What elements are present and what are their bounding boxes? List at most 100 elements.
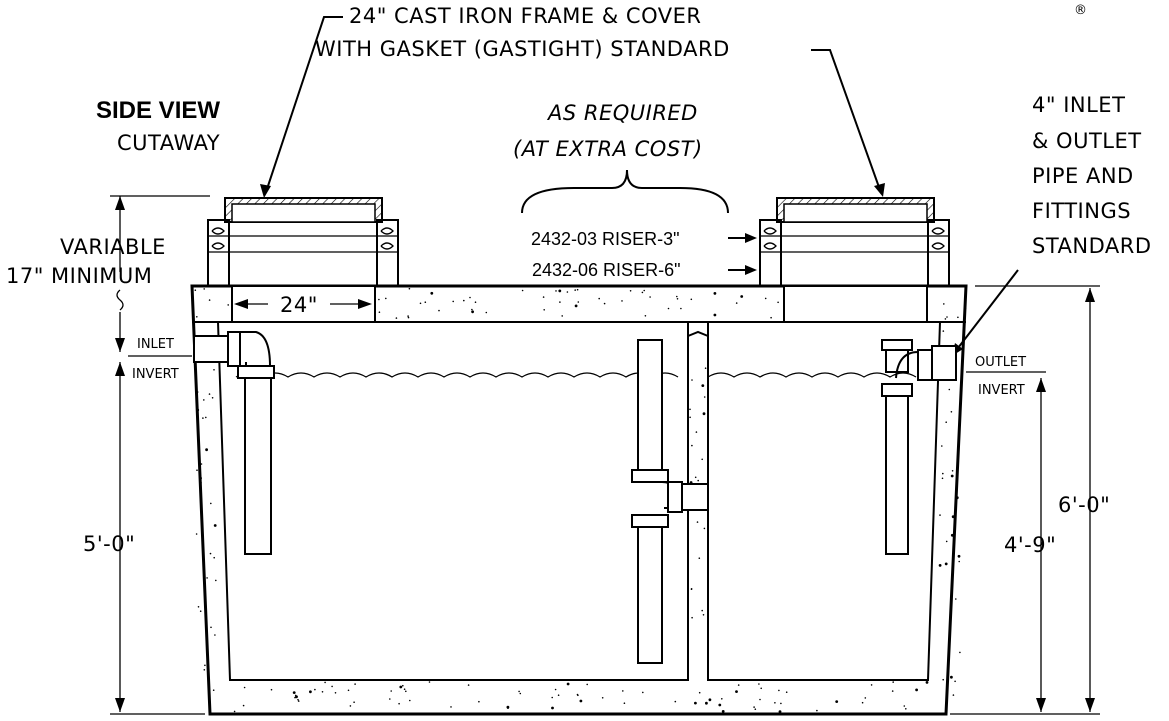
stipple-dot — [395, 317, 398, 319]
stipple-dot — [438, 309, 440, 312]
stipple-dot — [566, 291, 569, 293]
stipple-dot — [955, 496, 959, 500]
stipple-dot — [760, 687, 762, 690]
stipple-dot — [950, 474, 954, 478]
stipple-dot — [196, 391, 199, 393]
stipple-dot — [946, 316, 948, 318]
concrete-stipple — [194, 287, 967, 714]
stipple-dot — [203, 669, 206, 671]
stipple-dot — [892, 681, 894, 683]
stipple-dot — [942, 472, 944, 475]
inlet-tee-band — [237, 365, 275, 379]
arrowhead — [234, 299, 248, 309]
riser-wall — [927, 219, 950, 287]
stipple-dot — [518, 690, 520, 693]
riser-wall — [759, 219, 782, 287]
arrowhead — [115, 362, 125, 376]
outlet-invert-label: INVERT — [978, 383, 1025, 398]
stipple-dot — [543, 309, 545, 311]
right-riser-assembly — [759, 197, 950, 287]
outlet-top-band — [881, 339, 913, 351]
baffle-stub — [681, 483, 709, 511]
stipple-dot — [952, 694, 955, 696]
stipple-dot — [586, 683, 588, 686]
stipple-dot — [903, 705, 906, 707]
stipple-dot — [203, 399, 205, 401]
stipple-dot — [474, 301, 477, 304]
stipple-dot — [701, 458, 703, 461]
stipple-dot — [233, 710, 236, 713]
stipple-dot — [713, 313, 717, 317]
stipple-dot — [398, 702, 400, 705]
break-symbol — [116, 289, 124, 311]
stipple-dot — [409, 699, 411, 702]
stipple-dot — [689, 416, 691, 419]
stipple-dot — [200, 463, 203, 465]
stipple-dot — [227, 304, 229, 306]
arrowhead — [745, 265, 757, 275]
inlet-pipe — [193, 331, 275, 555]
stipple-dot — [641, 291, 644, 294]
tank-body — [190, 284, 968, 716]
stipple-dot — [471, 310, 474, 314]
stipple-dot — [942, 330, 945, 332]
stipple-dot — [629, 290, 632, 292]
stipple-dot — [467, 684, 470, 686]
stipple-dot — [214, 634, 216, 636]
stipple-dot — [195, 533, 198, 535]
stipple-dot — [354, 683, 356, 685]
stipple-dot — [407, 315, 409, 317]
stipple-dot — [561, 315, 563, 317]
arrowhead — [1036, 698, 1046, 712]
stipple-dot — [205, 416, 207, 419]
stipple-dot — [951, 515, 955, 519]
stipple-dot — [292, 691, 296, 694]
stipple-dot — [321, 691, 324, 693]
stipple-dot — [574, 304, 578, 308]
stipple-dot — [485, 311, 488, 314]
stipple-dot — [623, 702, 626, 704]
stipple-dot — [957, 554, 961, 558]
stipple-dot — [770, 316, 772, 319]
stipple-dot — [196, 408, 200, 412]
water-line — [235, 372, 917, 378]
stipple-dot — [390, 690, 393, 692]
stipple-dot — [689, 408, 691, 411]
stipple-dot — [208, 299, 211, 301]
stipple-dot — [452, 300, 455, 303]
tank-outer-wall — [190, 284, 968, 716]
stipple-dot — [389, 698, 391, 700]
stipple-dot — [521, 289, 524, 292]
stipple-dot — [942, 678, 944, 681]
stipple-dot — [759, 698, 761, 701]
stipple-dot — [208, 393, 211, 395]
stipple-dot — [519, 692, 522, 695]
stipple-dot — [270, 688, 273, 691]
as-required-line1: AS REQUIRED — [546, 101, 698, 125]
outlet-label: OUTLET — [975, 355, 1026, 370]
stipple-dot — [385, 297, 387, 300]
stipple-dot — [945, 540, 948, 543]
stipple-dot — [667, 307, 670, 310]
stipple-dot — [407, 316, 410, 319]
stipple-dot — [324, 681, 326, 684]
pipe-callout: 4" INLET & OUTLET PIPE AND FITTINGS STAN… — [952, 93, 1151, 356]
stipple-dot — [950, 411, 953, 413]
stipple-dot — [758, 683, 760, 685]
stipple-dot — [649, 296, 651, 298]
right-lid-opening — [783, 285, 928, 323]
cast-iron-cover — [783, 203, 928, 223]
stipple-dot — [785, 691, 788, 693]
stipple-dot — [694, 701, 697, 705]
stipple-dot — [353, 701, 355, 703]
stipple-dot — [408, 287, 411, 290]
pipe-leader — [957, 269, 1019, 349]
stipple-dot — [764, 297, 767, 300]
stipple-dot — [349, 705, 352, 707]
outlet-pipe — [881, 339, 957, 555]
inlet-label: INLET — [137, 337, 174, 352]
stipple-dot — [644, 315, 647, 317]
stipple-dot — [430, 291, 434, 295]
stipple-dot — [702, 412, 706, 416]
stipple-dot — [577, 301, 580, 303]
